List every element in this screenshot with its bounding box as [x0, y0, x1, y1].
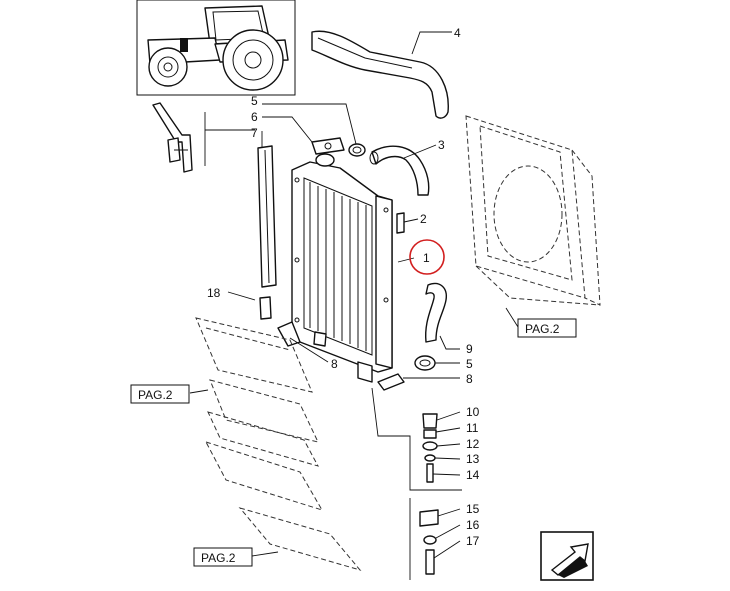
part-5-clamp-bottom	[414, 355, 436, 371]
label-11: 11	[466, 421, 479, 435]
part-9-lower-hose	[424, 282, 447, 343]
label-5-bottom: 5	[466, 357, 473, 371]
part-7-seal-strip	[257, 145, 277, 288]
part-5-clamp-top	[348, 143, 366, 157]
part-14-bolt	[426, 463, 434, 483]
label-8-left: 8	[331, 357, 338, 371]
part-15-mount	[419, 509, 439, 527]
label-5-top: 5	[251, 94, 258, 108]
label-13: 13	[466, 452, 480, 466]
part-10-mount	[422, 413, 438, 429]
part-12-washer	[422, 441, 438, 451]
part-1-radiator	[291, 153, 393, 383]
tractor-thumbnail	[136, 0, 296, 96]
arrow-icon	[550, 543, 589, 578]
page-ref-bottom[interactable]: PAG.2	[193, 547, 253, 567]
label-15: 15	[466, 502, 480, 516]
part-4-cover	[311, 30, 449, 119]
part-labels: 4 5 6 7 3 2 1 18 8 9 5 8 10 11 12 13 14 …	[207, 26, 480, 548]
label-8-right: 8	[466, 372, 473, 386]
page-ref-right[interactable]: PAG.2	[517, 318, 577, 338]
part-16-washer	[423, 535, 437, 545]
part-11-spacer	[423, 429, 437, 439]
part-6-gasket	[311, 137, 345, 155]
fan-shroud-dashed	[465, 115, 601, 306]
label-3: 3	[438, 138, 445, 152]
next-page-arrow-button[interactable]	[540, 531, 594, 581]
part-17-bolt	[425, 549, 435, 575]
label-14: 14	[466, 468, 480, 482]
part-8-bracket-left	[277, 321, 301, 347]
leader-lines	[189, 31, 519, 559]
page-ref-right-label: PAG.2	[525, 322, 560, 336]
part-3-upper-hose	[369, 145, 430, 196]
label-7: 7	[251, 126, 258, 140]
page-ref-left[interactable]: PAG.2	[130, 384, 190, 404]
part-18-block	[259, 296, 272, 320]
label-2: 2	[420, 212, 427, 226]
label-6: 6	[251, 110, 258, 124]
label-1: 1	[423, 251, 430, 265]
label-4: 4	[454, 26, 461, 40]
part-13-nut	[424, 454, 436, 462]
label-9: 9	[466, 342, 473, 356]
page-ref-bottom-label: PAG.2	[201, 551, 236, 565]
label-16: 16	[466, 518, 480, 532]
label-brackets	[204, 112, 462, 580]
label-10: 10	[466, 405, 480, 419]
left-panels-dashed	[195, 317, 362, 571]
label-18: 18	[207, 286, 221, 300]
part-2-small	[396, 212, 405, 234]
part-8-bracket-right	[377, 373, 405, 391]
label-12: 12	[466, 437, 480, 451]
part-1-highlight-circle	[409, 239, 445, 275]
left-bracket-top	[152, 102, 193, 173]
page-ref-left-label: PAG.2	[138, 388, 173, 402]
label-17: 17	[466, 534, 480, 548]
